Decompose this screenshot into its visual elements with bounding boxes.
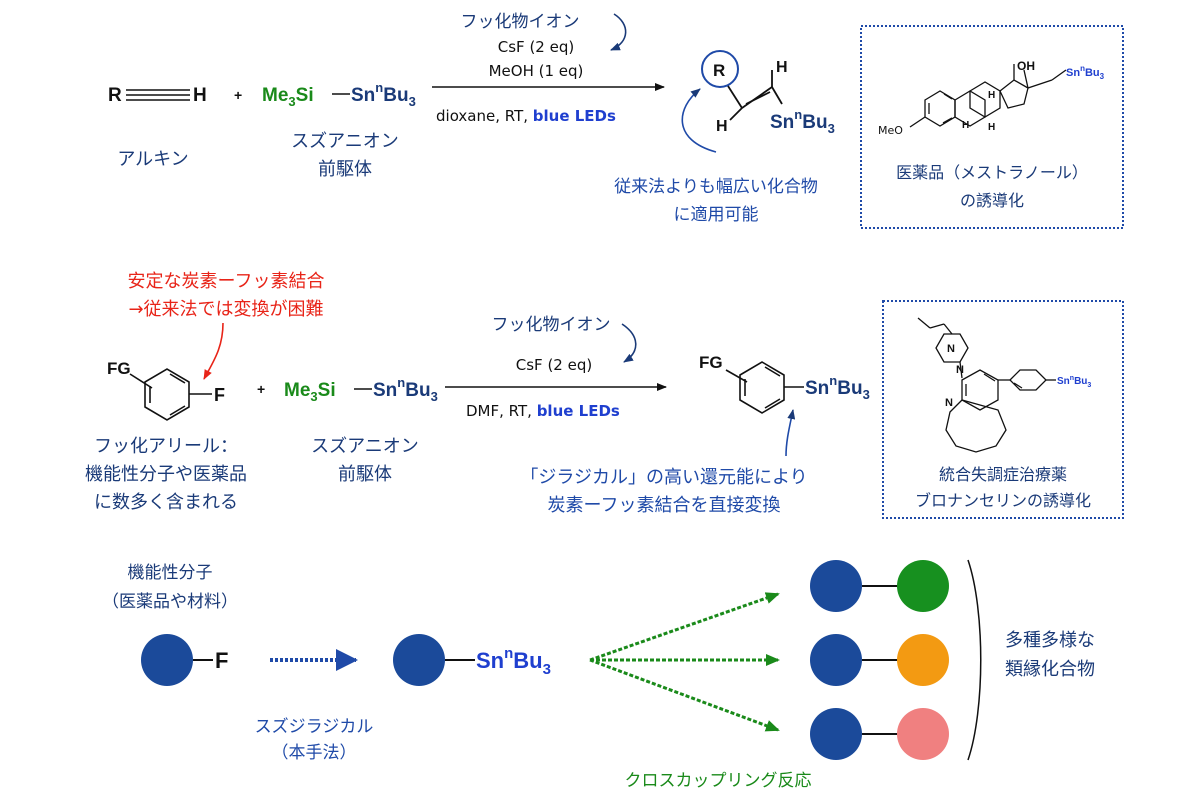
diradical-note-1: 「ジラジカル」の高い還元能により (520, 467, 807, 488)
aryl-label-3: に数多く含まれる (94, 492, 238, 513)
molecule-node-stannylated (393, 634, 445, 686)
fluoride-note-2: フッ化物イオン (492, 315, 611, 335)
alkyne-triple-bond (126, 89, 190, 101)
functional-molecule-label-1: 機能性分子 (128, 563, 213, 583)
product-pair-green (810, 560, 949, 612)
product-h-bottom: H (716, 118, 728, 135)
product-node-navy-3 (810, 708, 862, 760)
silyl-stannane-formula-2: Me3Si (284, 380, 336, 404)
reaction-1: R H + Me3Si SnnBu3 アルキン スズアニオン 前駆体 フッ化物イ… (108, 12, 1124, 229)
product-node-orange (897, 634, 949, 686)
blonanserin-stannyl: SnnBu3 (1057, 375, 1091, 389)
diverse-compounds-2: 類縁化合物 (1005, 659, 1095, 680)
aryl-fluoride-ring (129, 368, 212, 421)
mestranol-label-1: 医薬品（メストラノール） (896, 163, 1088, 182)
method-label-2: （本手法） (272, 743, 357, 763)
method-label-1: スズジラジカル (255, 717, 374, 737)
mestranol-h-3: H (988, 122, 995, 133)
diverse-compounds-1: 多種多様な (1005, 630, 1095, 651)
product-node-green (897, 560, 949, 612)
mestranol-meo: MeO (878, 124, 903, 137)
molecule-node-start (141, 634, 193, 686)
r-group-highlight-circle (701, 50, 739, 88)
product-node-pink (897, 708, 949, 760)
red-curved-arrow (203, 322, 224, 380)
product-r: R (713, 61, 725, 80)
diradical-note-2: 炭素ーフッ素結合を直接変換 (548, 495, 781, 516)
red-note-1: 安定な炭素ーフッ素結合 (128, 271, 325, 292)
blonanserin-label-1: 統合失調症治療薬 (939, 465, 1067, 484)
fluoride-curved-arrow (610, 13, 627, 51)
label-alkyne: アルキン (117, 149, 188, 170)
cond2-csf: CsF (2 eq) (516, 356, 592, 374)
vinyl-skeleton (727, 70, 783, 121)
fluoride-note: フッ化物イオン (461, 12, 580, 32)
functional-molecule-label-2: （医薬品や材料） (102, 592, 238, 612)
aryl-label-1: フッ化アリール： (94, 436, 238, 457)
alkyne-h: H (193, 85, 207, 106)
concept-scheme: 機能性分子 （医薬品や材料） F スズジラジカル （本手法） SnnBu3 クロ… (102, 559, 1095, 791)
product-pair-pink (810, 708, 949, 760)
fluorine-label: F (215, 648, 228, 673)
fluoride-curved-arrow-2 (621, 323, 637, 363)
mestranol-label-2: の誘導化 (960, 191, 1024, 210)
coupling-arrow-top (589, 592, 780, 662)
coupling-arrows (589, 592, 780, 732)
red-note-2: →従来法では変換が困難 (128, 299, 323, 320)
precursor-label-2: 前駆体 (338, 464, 392, 485)
plus-sign: + (234, 87, 242, 103)
stannyl-formula: SnnBu3 (351, 80, 416, 109)
mestranol-stannyl: SnnBu3 (1066, 64, 1105, 81)
product-node-navy-1 (810, 560, 862, 612)
cond-solvent: dioxane, RT, blue LEDs (436, 107, 616, 125)
coupling-arrow-bottom (589, 658, 780, 732)
product-h-top: H (776, 59, 788, 76)
product-stannyl: SnnBu3 (770, 107, 835, 136)
scope-curved-arrow (681, 88, 717, 153)
silyl-stannane-formula: Me3Si (262, 85, 314, 109)
product-fg: FG (699, 353, 723, 372)
cond-meoh: MeOH (1 eq) (489, 62, 584, 80)
blonanserin-n-3: N (945, 397, 953, 409)
aryl-label-2: 機能性分子や医薬品 (85, 464, 247, 485)
cross-coupling-label: クロスカップリング反応 (625, 771, 812, 791)
reaction-2: 安定な炭素ーフッ素結合 →従来法では変換が困難 FG F + Me3Si Snn… (85, 271, 1124, 519)
blonanserin-box (882, 300, 1124, 519)
aryl-fg: FG (107, 359, 131, 378)
mestranol-h-2: H (962, 120, 969, 131)
product-stannyl-2: SnnBu3 (805, 373, 870, 402)
product-pair-orange (810, 634, 949, 686)
alkyne-r: R (108, 85, 122, 106)
tin-anion-label-2: スズアニオン (311, 436, 419, 457)
label-precursor: 前駆体 (318, 159, 372, 180)
stannyl-label-3: SnnBu3 (476, 645, 551, 678)
blonanserin-n-1: N (947, 343, 955, 355)
mestranol-h-1: H (988, 90, 995, 101)
blonanserin-n-2: N (956, 364, 964, 376)
scope-note-1: 従来法よりも幅広い化合物 (614, 177, 818, 197)
cond-csf: CsF (2 eq) (498, 38, 574, 56)
mestranol-oh: OH (1017, 59, 1035, 73)
plus-sign-2: + (257, 381, 265, 397)
scope-note-2: に適用可能 (674, 205, 759, 225)
aryl-f: F (214, 385, 225, 405)
product-node-navy-2 (810, 634, 862, 686)
blonanserin-label-2: ブロナンセリンの誘導化 (915, 491, 1091, 510)
diradical-arrow (785, 409, 796, 457)
stannyl-formula-2: SnnBu3 (373, 375, 438, 404)
grouping-bracket (967, 559, 982, 761)
label-tin-anion: スズアニオン (291, 131, 399, 152)
blonanserin-structure (917, 317, 1056, 453)
cond2-solvent: DMF, RT, blue LEDs (466, 402, 620, 420)
aryl-stannane-ring (725, 361, 804, 414)
mestranol-structure (909, 64, 1067, 128)
